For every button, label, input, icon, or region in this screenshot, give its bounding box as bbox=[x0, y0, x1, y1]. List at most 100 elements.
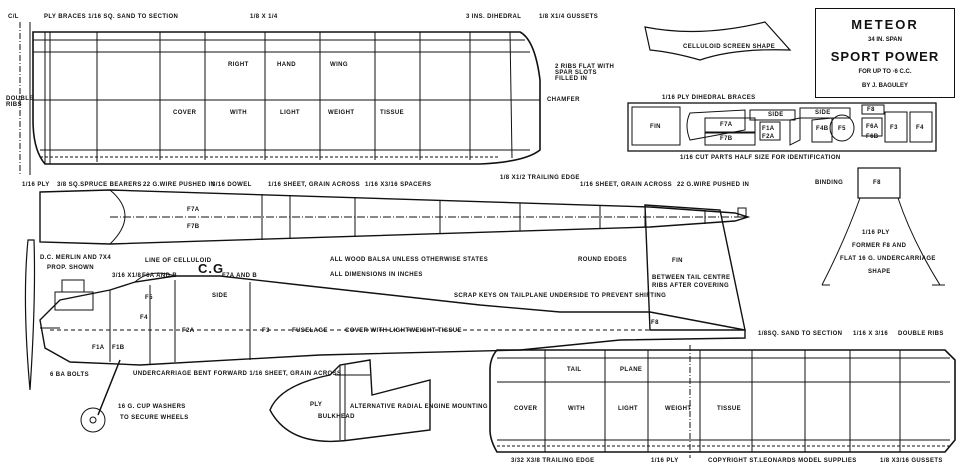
label-f1b-dim: 3/16 X1/8 bbox=[112, 273, 142, 279]
label-between-2: RIBS AFTER COVERING bbox=[652, 283, 730, 289]
part-f7a: F7A bbox=[720, 122, 733, 128]
label-tail-gussets: 1/8 X3/16 GUSSETS bbox=[880, 458, 943, 464]
label-celluloid: LINE OF CELLULOID bbox=[145, 258, 212, 264]
tail-text-weight: WEIGHT bbox=[665, 406, 692, 412]
label-undercarriage: UNDERCARRIAGE BENT FORWARD 1/16 SHEET, G… bbox=[133, 371, 342, 377]
label-f7b-top: F7B bbox=[187, 224, 200, 230]
part-f4b: F4B bbox=[816, 126, 829, 132]
label-f7a-top: F7A bbox=[187, 207, 200, 213]
wing-text-right: RIGHT bbox=[228, 62, 249, 68]
celluloid-screen bbox=[644, 21, 792, 61]
label-sheet-2: 1/16 SHEET, GRAIN ACROSS bbox=[580, 182, 673, 188]
label-ply: 1/16 PLY bbox=[22, 182, 50, 188]
part-f2a: F2A bbox=[762, 134, 775, 140]
fuselage-top-view bbox=[39, 189, 751, 245]
parts-footer: 1/16 CUT PARTS HALF SIZE FOR IDENTIFICAT… bbox=[680, 155, 841, 161]
wing-text-wing: WING bbox=[330, 62, 348, 68]
parts-sheet bbox=[627, 102, 937, 152]
wing-text-tissue: TISSUE bbox=[380, 110, 405, 116]
part-f4: F4 bbox=[916, 125, 924, 131]
label-engine-1: D.C. MERLIN AND 7X4 bbox=[40, 255, 112, 261]
tail-text-plane: PLANE bbox=[620, 367, 643, 373]
former-f8 bbox=[821, 167, 945, 286]
label-tail-double-ribs: DOUBLE RIBS bbox=[898, 331, 944, 337]
tail-text-with: WITH bbox=[568, 406, 585, 412]
label-round-edges: ROUND EDGES bbox=[578, 257, 628, 263]
label-f1b: F1B bbox=[112, 345, 125, 351]
part-side-1: SIDE bbox=[768, 112, 784, 118]
label-gussets: 1/8 X1/4 GUSSETS bbox=[539, 14, 599, 20]
part-side-2: SIDE bbox=[815, 110, 831, 116]
model-name: METEOR bbox=[851, 17, 919, 32]
label-fuselage: FUSELAGE bbox=[292, 328, 328, 334]
label-dowel: 3/16 DOWEL bbox=[212, 182, 252, 188]
part-f3: F3 bbox=[890, 125, 898, 131]
label-wire-2: 22 G.WIRE PUSHED IN bbox=[677, 182, 750, 188]
label-wire-1: 22 G.WIRE PUSHED IN bbox=[143, 182, 216, 188]
title-block: METEOR 34 IN. SPAN SPORT POWER FOR UP TO… bbox=[815, 8, 955, 98]
wing-text-with: WITH bbox=[230, 110, 247, 116]
label-cg: C.G bbox=[198, 261, 225, 276]
part-f8: F8 bbox=[867, 107, 875, 113]
wing-text-hand: HAND bbox=[277, 62, 296, 68]
former-text-2: FORMER F8 AND bbox=[852, 243, 907, 249]
part-f5: F5 bbox=[838, 126, 846, 132]
label-chamfer: CHAMFER bbox=[547, 97, 580, 103]
label-f8-side: F8 bbox=[651, 320, 659, 326]
label-screen: CELLULOID SCREEN SHAPE bbox=[683, 44, 776, 50]
label-ply-braces: PLY BRACES 1/16 SQ. SAND TO SECTION bbox=[44, 14, 179, 20]
wing-text-weight: WEIGHT bbox=[328, 110, 355, 116]
label-f2a: F2A bbox=[182, 328, 195, 334]
label-washers-1: 16 G. CUP WASHERS bbox=[118, 404, 186, 410]
former-text-4: SHAPE bbox=[868, 269, 891, 275]
radial-engine-mounting bbox=[269, 359, 431, 443]
part-f6b: F6B bbox=[866, 134, 879, 140]
label-f3: F3 bbox=[262, 328, 270, 334]
parts-header: 1/16 PLY DIHEDRAL BRACES bbox=[662, 95, 756, 101]
label-tail-trailing: 3/32 X3/8 TRAILING EDGE bbox=[511, 458, 595, 464]
label-radial-ply: PLY bbox=[310, 402, 323, 408]
part-f7b: F7B bbox=[720, 136, 733, 142]
label-binding: BINDING bbox=[815, 180, 844, 186]
label-between-1: BETWEEN TAIL CENTRE bbox=[652, 275, 731, 281]
model-span: 34 IN. SPAN bbox=[868, 37, 902, 43]
label-radial-mounting: ALTERNATIVE RADIAL ENGINE MOUNTING bbox=[350, 404, 488, 410]
wing-plan bbox=[19, 22, 541, 175]
note-dimensions: ALL DIMENSIONS IN INCHES bbox=[330, 272, 423, 278]
author: BY J. BAGULEY bbox=[862, 83, 908, 89]
tail-text-tissue: TISSUE bbox=[717, 406, 742, 412]
label-bulkhead: BULKHEAD bbox=[318, 414, 355, 420]
tailplane-plan bbox=[489, 345, 956, 458]
label-engine-2: PROP. SHOWN bbox=[47, 265, 94, 271]
label-cover-tissue: COVER WITH LIGHTWEIGHT TISSUE bbox=[345, 328, 462, 334]
label-cl: C/L bbox=[8, 14, 19, 20]
model-type: SPORT POWER bbox=[830, 49, 940, 64]
label-bearers: 3/8 SQ.SPRUCE BEARERS bbox=[57, 182, 142, 188]
label-f6ab: F6A AND B bbox=[142, 273, 178, 279]
label-f7ab: F7A AND B bbox=[222, 273, 258, 279]
label-copyright: COPYRIGHT ST.LEONARDS MODEL SUPPLIES bbox=[708, 458, 857, 464]
former-text-1: 1/16 PLY bbox=[862, 230, 890, 236]
label-tail-sand: 1/8SQ. SAND TO SECTION bbox=[758, 331, 843, 337]
wing-text-light: LIGHT bbox=[280, 110, 300, 116]
label-double-ribs: DOUBLE RIBS bbox=[6, 96, 34, 108]
tail-text-cover: COVER bbox=[514, 406, 538, 412]
label-dihedral: 3 INS. DIHEDRAL bbox=[466, 14, 522, 20]
tail-text-light: LIGHT bbox=[618, 406, 638, 412]
label-side: SIDE bbox=[212, 293, 228, 299]
label-spacers: 1/16 X3/16 SPACERS bbox=[365, 182, 432, 188]
label-f5: F5 bbox=[145, 295, 153, 301]
note-balsa: ALL WOOD BALSA UNLESS OTHERWISE STATES bbox=[330, 257, 489, 263]
label-tail-ply: 1/16 PLY bbox=[651, 458, 679, 464]
label-sheet-1: 1/16 SHEET, GRAIN ACROSS bbox=[268, 182, 361, 188]
label-fin: FIN bbox=[672, 258, 683, 264]
part-fin: FIN bbox=[650, 124, 661, 130]
engine-size: FOR UP TO ·6 C.C. bbox=[858, 69, 912, 75]
tail-text-tail: TAIL bbox=[567, 367, 582, 373]
label-spar: 1/8 X 1/4 bbox=[250, 14, 278, 20]
wing-text-cover: COVER bbox=[173, 110, 197, 116]
label-tail-dim: 1/16 X 3/16 bbox=[853, 331, 889, 337]
label-f1a: F1A bbox=[92, 345, 105, 351]
part-f6a: F6A bbox=[866, 124, 879, 130]
